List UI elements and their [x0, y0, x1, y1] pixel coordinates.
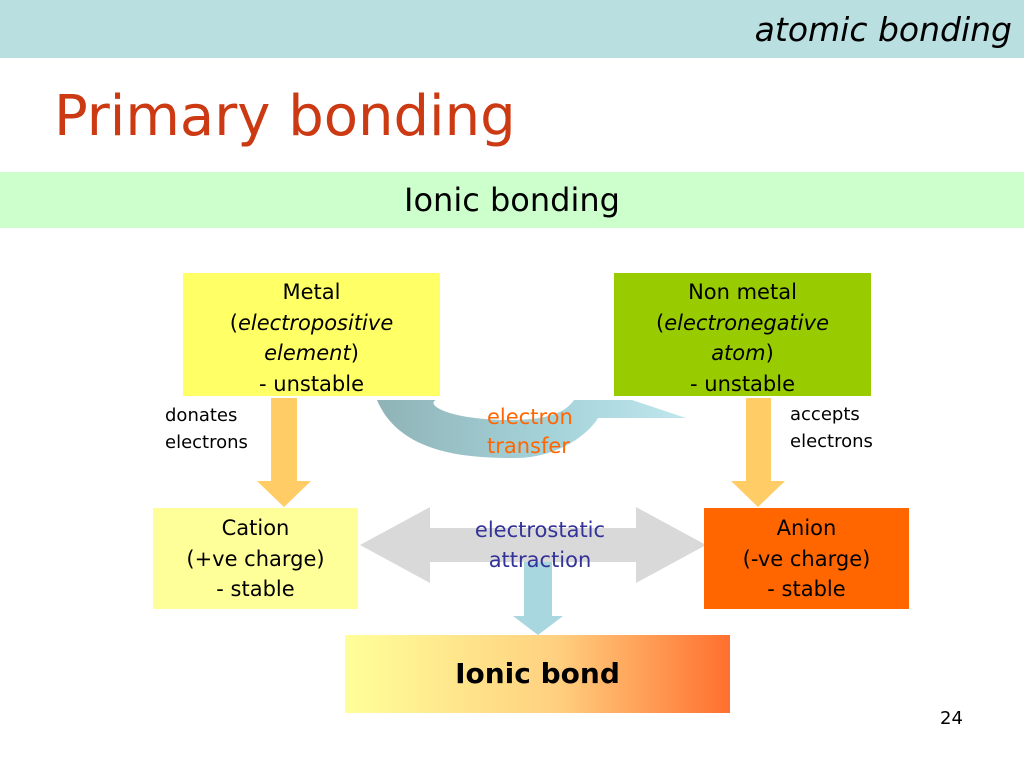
metal-descriptor-element: element	[264, 341, 351, 365]
electron-transfer-label: electron transfer	[487, 403, 573, 461]
anion-label: Anion	[776, 516, 837, 540]
anion-stability: - stable	[767, 577, 846, 601]
donates-arrow	[257, 398, 311, 507]
metal-descriptor-line1: (electropositive	[183, 308, 440, 339]
electron-transfer-arrow	[377, 400, 686, 458]
cation-label: Cation	[221, 516, 290, 540]
accepts-arrow	[731, 398, 785, 507]
page-number: 24	[940, 708, 963, 729]
cation-stability: - stable	[216, 577, 295, 601]
nonmetal-descriptor-line2: atom)	[614, 338, 871, 369]
metal-stability: - unstable	[259, 371, 364, 396]
metal-box: Metal (electropositive element) - unstab…	[183, 273, 440, 396]
subtitle-band	[0, 172, 1024, 228]
ionic-bond-box: Ionic bond	[345, 635, 730, 713]
metal-descriptor-line2: element)	[183, 338, 440, 369]
attraction-line2: attraction	[488, 548, 592, 572]
section-label: atomic bonding	[754, 10, 1012, 49]
metal-close-paren: )	[350, 341, 359, 365]
transfer-line2: transfer	[487, 434, 570, 458]
slide-title: Primary bonding	[54, 84, 516, 149]
anion-box: Anion (-ve charge) - stable	[704, 508, 909, 609]
cation-box: Cation (+ve charge) - stable	[153, 508, 358, 609]
metal-descriptor: electropositive	[237, 310, 394, 335]
nonmetal-descriptor-line1: (electronegative	[614, 308, 871, 339]
donates-line2: electrons	[165, 432, 248, 453]
nonmetal-descriptor: electronegative	[664, 310, 829, 335]
anion-charge: (-ve charge)	[742, 546, 871, 571]
nonmetal-label: Non metal	[688, 280, 797, 304]
nonmetal-descriptor-atom: atom	[711, 341, 766, 365]
nonmetal-box: Non metal (electronegative atom) - unsta…	[614, 273, 871, 396]
nonmetal-stability: - unstable	[690, 371, 795, 396]
electrostatic-attraction-label: electrostatic attraction	[465, 515, 615, 575]
cation-charge: (+ve charge)	[186, 546, 325, 571]
bond-formation-arrow	[513, 562, 563, 635]
attraction-line1: electrostatic	[474, 518, 606, 542]
subtitle: Ionic bonding	[404, 181, 620, 219]
transfer-line1: electron	[487, 405, 573, 429]
nonmetal-close-paren: )	[765, 341, 774, 365]
accepts-line2: electrons	[790, 431, 873, 452]
accepts-line1: accepts	[790, 404, 860, 425]
donates-line1: donates	[165, 405, 238, 426]
metal-label: Metal	[282, 280, 341, 304]
donates-electrons-note: donates electrons	[165, 402, 248, 456]
metal-open-paren: (	[229, 310, 238, 335]
nonmetal-open-paren: (	[656, 310, 665, 335]
accepts-electrons-note: accepts electrons	[790, 401, 873, 455]
electrostatic-attraction-arrow	[360, 507, 706, 583]
header-band	[0, 0, 1024, 58]
